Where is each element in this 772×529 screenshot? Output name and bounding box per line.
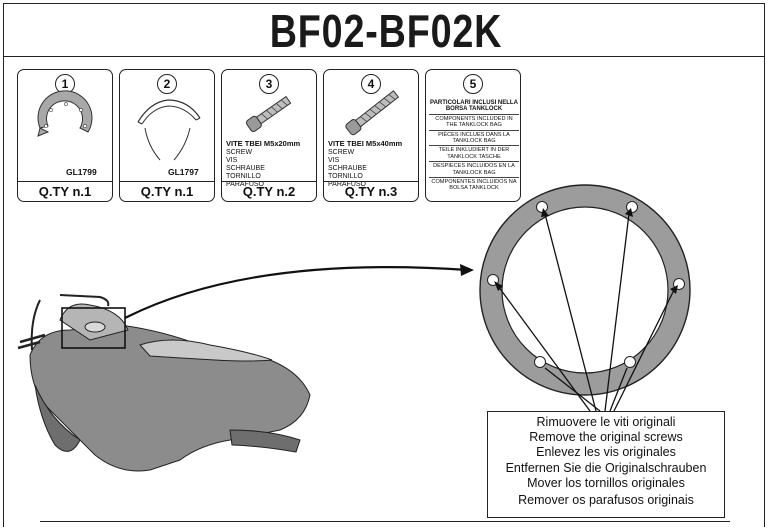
included-heading: PARTICOLARI INCLUSI NELLA BORSA TANKLOCK bbox=[430, 100, 518, 113]
included-line: COMPONENTES INCLUIDOS NA BOLSA TANKLOCK bbox=[429, 177, 519, 192]
part-qty-3: Q.TY n.2 bbox=[222, 181, 316, 201]
flange-ring-icon bbox=[37, 90, 93, 137]
included-line: COMPONENTS INCLUDED IN THE TANKLOCK BAG bbox=[429, 113, 519, 129]
spec-line: VIS bbox=[328, 157, 340, 164]
screw-icon bbox=[245, 95, 292, 132]
part-code-1: GL1799 bbox=[66, 167, 97, 177]
part-card-5: 5 PARTICOLARI INCLUSI NELLA BORSA TANKLO… bbox=[425, 69, 521, 202]
open-ring-icon bbox=[137, 99, 201, 161]
part-card-1: 1 GL1799 Q.TY n.1 bbox=[17, 69, 113, 202]
motorcycle-icon bbox=[17, 294, 311, 472]
part-number-2: 2 bbox=[157, 74, 177, 94]
included-line: TEILE INKLUDIERT IN DER TANKLOCK TASCHE bbox=[429, 145, 519, 160]
page-title: BF02-BF02K bbox=[269, 5, 503, 57]
detail-box bbox=[61, 307, 126, 349]
page-frame bbox=[3, 3, 765, 527]
screw-spec-title-4: VITE TBEI M5x40mm bbox=[328, 139, 403, 148]
instructions-box: Rimuovere le viti originali Remove the o… bbox=[487, 411, 725, 518]
part-card-2: 2 GL1797 Q.TY n.1 bbox=[119, 69, 215, 202]
spec-line: TORNILLO bbox=[328, 173, 363, 180]
part-card-4: 4 VITE TBEI M5x40mm SCREW VIS SCHRAUBE T… bbox=[323, 69, 419, 202]
part-code-2: GL1797 bbox=[168, 167, 199, 177]
screw-spec-title-3: VITE TBEI M5x20mm bbox=[226, 139, 301, 148]
part-qty-2: Q.TY n.1 bbox=[120, 181, 214, 201]
part-qty-4: Q.TY n.3 bbox=[324, 181, 418, 201]
title-divider bbox=[3, 56, 765, 57]
part-qty-1: Q.TY n.1 bbox=[18, 181, 112, 201]
part-number-5: 5 bbox=[463, 74, 483, 94]
pointer-lines bbox=[497, 213, 675, 412]
screw-spec-4: VITE TBEI M5x40mm SCREW VIS SCHRAUBE TOR… bbox=[328, 140, 402, 189]
instruction-line: Remover os parafusos originais bbox=[518, 493, 694, 508]
screw-icon bbox=[345, 90, 400, 136]
instruction-line: Enlevez les vis originales bbox=[536, 445, 676, 460]
spec-line: PARAFUSO bbox=[226, 181, 264, 188]
screw-hole-icon bbox=[536, 201, 548, 213]
screw-hole-icon bbox=[534, 356, 546, 368]
spec-line: PARAFUSO bbox=[328, 181, 366, 188]
spec-line: SCHRAUBE bbox=[328, 165, 367, 172]
pointer-arrowheads bbox=[494, 208, 678, 294]
spec-line: SCREW bbox=[226, 149, 253, 156]
spec-line: VIS bbox=[226, 157, 238, 164]
arrowhead-icon bbox=[460, 264, 474, 276]
instruction-line: Rimuovere le viti originali bbox=[536, 415, 676, 429]
spec-line: TORNILLO bbox=[226, 173, 261, 180]
included-components-list: PARTICOLARI INCLUSI NELLA BORSA TANKLOCK… bbox=[429, 98, 519, 192]
included-line: PIÈCES INCLUES DANS LA TANKLOCK BAG bbox=[429, 129, 519, 145]
curved-arrow bbox=[124, 266, 469, 319]
spec-line: SCREW bbox=[328, 149, 355, 156]
part-number-3: 3 bbox=[259, 74, 279, 94]
included-line: DESPIECES INCLUIDOS EN LA TANKLOCK BAG bbox=[429, 161, 519, 176]
spec-line: SCHRAUBE bbox=[226, 165, 265, 172]
bottom-divider bbox=[40, 521, 730, 522]
part-card-3: 3 VITE TBEI M5x20mm SCREW VIS SCHRAUBE T… bbox=[221, 69, 317, 202]
part-number-4: 4 bbox=[361, 74, 381, 94]
instruction-line: Remove the original screws bbox=[529, 430, 683, 445]
screw-spec-3: VITE TBEI M5x20mm SCREW VIS SCHRAUBE TOR… bbox=[226, 140, 300, 189]
screw-hole-icon bbox=[624, 356, 636, 368]
instruction-line: Mover los tornillos originales bbox=[527, 475, 685, 490]
flange-ring-detail bbox=[479, 184, 691, 396]
instruction-line: Entfernen Sie die Originalschrauben bbox=[505, 460, 707, 475]
